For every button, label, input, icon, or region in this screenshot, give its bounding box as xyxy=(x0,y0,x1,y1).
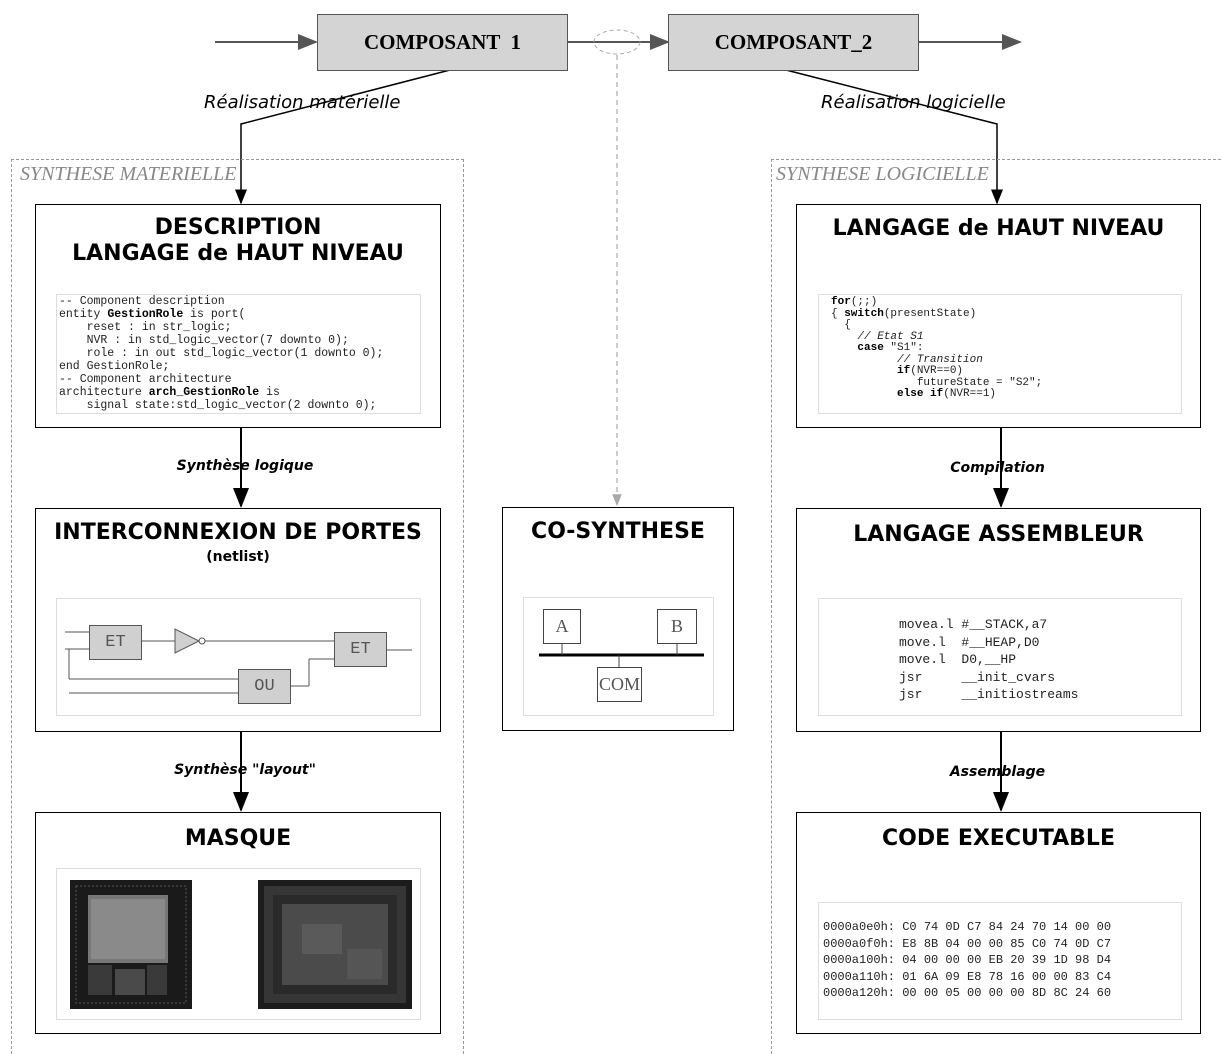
c-keyword: switch xyxy=(844,307,884,320)
netlist-diagram-panel: ET OU ET xyxy=(56,598,421,716)
hex-line: 0000a0e0h: C0 74 0D C7 84 24 70 14 00 00 xyxy=(823,920,1112,934)
composant-2-box: COMPOSANT_2 xyxy=(668,14,919,71)
hex-line: 0000a100h: 04 00 00 00 EB 20 39 1D 98 D4 xyxy=(823,953,1112,967)
hw-description-box: DESCRIPTION LANGAGE de HAUT NIVEAU -- Co… xyxy=(35,204,441,428)
vhdl-code: -- Component description entity GestionR… xyxy=(59,295,383,412)
c-line: (NVR==0) xyxy=(910,365,964,377)
c-comment: // Transition xyxy=(831,353,983,366)
software-region xyxy=(771,159,1221,1054)
gate-ou: OU xyxy=(238,669,291,704)
hw-step1-label: Synthèse logique xyxy=(176,458,314,474)
sw-assembler-box: LANGAGE ASSEMBLEUR movea.l #__STACK,a7 m… xyxy=(796,508,1201,732)
vhdl-line: is xyxy=(259,386,280,399)
hw-netlist-box: INTERCONNEXION DE PORTES (netlist) ET OU… xyxy=(35,508,441,732)
cosynthese-box: CO-SYNTHESE A B COM xyxy=(502,507,734,731)
sw-highlevel-box: LANGAGE de HAUT NIVEAU for(;;) { switch(… xyxy=(796,204,1201,428)
hw-netlist-subtitle: (netlist) xyxy=(206,549,270,565)
cosynthese-b: B xyxy=(657,609,697,644)
c-line: { xyxy=(831,319,851,331)
cosynthese-a: A xyxy=(543,609,581,644)
sw-step2-label: Assemblage xyxy=(949,764,1046,780)
netlist-wires xyxy=(65,628,412,694)
hex-panel: 0000a0e0h: C0 74 0D C7 84 24 70 14 00 00… xyxy=(818,902,1182,1020)
c-comment: // Etat S1 xyxy=(831,330,924,343)
hex-line: 0000a0f0h: E8 8B 04 00 00 85 C0 74 0D C7 xyxy=(823,936,1112,951)
vhdl-line: signal state:std_logic_vector(2 downto 0… xyxy=(59,399,377,412)
asm-line: movea.l #__STACK,a7 xyxy=(899,617,1048,632)
c-keyword: for xyxy=(831,296,851,308)
composant-1-label: COMPOSANT 1 xyxy=(363,30,522,54)
c-line: "S1": xyxy=(890,342,924,354)
hw-realisation-arrow xyxy=(235,69,451,205)
gate-et-2: ET xyxy=(334,632,387,667)
vhdl-line: end GestionRole; xyxy=(59,360,170,373)
software-region-title: SYNTHESE LOGICIELLE xyxy=(776,163,989,185)
vhdl-line: -- Component architecture xyxy=(59,373,232,386)
composant-1-box: COMPOSANT 1 xyxy=(317,14,568,71)
hw-netlist-title: INTERCONNEXION DE PORTES xyxy=(54,520,422,545)
asm-line: move.l #__HEAP,D0 xyxy=(899,634,1040,650)
chip-layout-images xyxy=(70,880,412,1009)
vhdl-entity-name: GestionRole xyxy=(107,308,184,321)
hex-line: 0000a120h: 00 00 05 00 00 00 8D 8C 24 60 xyxy=(823,986,1112,1000)
c-code: for(;;) { switch(presentState) { // Etat… xyxy=(831,296,1043,401)
composant-2-label: COMPOSANT_2 xyxy=(714,30,873,54)
vhdl-keyword: architecture xyxy=(59,386,149,399)
hw-description-title-1: DESCRIPTION xyxy=(154,215,322,240)
realisation-materielle-label: Réalisation matérielle xyxy=(204,92,401,113)
vhdl-line: reset : in str_logic; xyxy=(59,321,232,334)
c-line: { xyxy=(831,307,845,320)
hex-dump: 0000a0e0h: C0 74 0D C7 84 24 70 14 00 00… xyxy=(823,919,1111,1002)
hardware-region-title: SYNTHESE MATERIELLE xyxy=(20,163,237,185)
hex-line: 0000a110h: 01 6A 09 E8 78 16 00 00 83 C4 xyxy=(823,969,1112,984)
c-code-panel: for(;;) { switch(presentState) { // Etat… xyxy=(818,294,1182,414)
sw-step1-label: Compilation xyxy=(950,460,1045,476)
sw-assembler-title: LANGAGE ASSEMBLEUR xyxy=(853,522,1144,547)
asm-line: jsr __initiostreams xyxy=(899,687,1079,702)
hardware-region xyxy=(11,159,464,1054)
asm-line: move.l D0,__HP xyxy=(899,652,1017,667)
vhdl-line: role : in out std_logic_vector(1 downto … xyxy=(59,347,384,360)
c-keyword: if xyxy=(831,365,911,377)
c-keyword: case xyxy=(831,342,891,354)
vhdl-line: NVR : in std_logic_vector(7 downto 0); xyxy=(59,334,349,347)
cosynthese-panel: A B COM xyxy=(523,597,714,716)
asm-code-panel: movea.l #__STACK,a7 move.l #__HEAP,D0 mo… xyxy=(818,598,1182,716)
hw-step2-label: Synthèse "layout" xyxy=(174,762,316,778)
asm-line: jsr __init_cvars xyxy=(899,669,1056,685)
link-ellipse xyxy=(593,29,641,55)
hw-description-title-2: LANGAGE de HAUT NIVEAU xyxy=(72,241,404,266)
masque-panel xyxy=(56,868,421,1020)
vhdl-arch-name: arch_GestionRole xyxy=(148,386,260,399)
sw-executable-box: CODE EXECUTABLE 0000a0e0h: C0 74 0D C7 8… xyxy=(796,812,1201,1034)
c-line: (NVR==1) xyxy=(943,388,997,400)
vhdl-keyword: entity xyxy=(59,308,108,321)
vhdl-code-panel: -- Component description entity GestionR… xyxy=(56,294,421,414)
hw-masque-title: MASQUE xyxy=(184,826,292,851)
sw-realisation-arrow xyxy=(785,69,1003,205)
cosynthese-title: CO-SYNTHESE xyxy=(531,519,705,544)
c-keyword: else if xyxy=(831,388,944,400)
hw-masque-box: MASQUE xyxy=(35,812,441,1034)
asm-code: movea.l #__STACK,a7 move.l #__HEAP,D0 mo… xyxy=(899,616,1078,704)
vhdl-line: is port( xyxy=(183,308,246,321)
c-line: (presentState) xyxy=(883,307,977,320)
cosynthese-com: COM xyxy=(597,667,642,702)
gate-et-1: ET xyxy=(89,625,142,660)
cosynthese-bus xyxy=(539,644,704,667)
c-line: futureState = "S2"; xyxy=(831,376,1043,389)
sw-executable-title: CODE EXECUTABLE xyxy=(882,826,1115,851)
sw-highlevel-title: LANGAGE de HAUT NIVEAU xyxy=(832,216,1165,241)
c-line: (;;) xyxy=(850,296,878,308)
realisation-logicielle-label: Réalisation logicielle xyxy=(821,92,1006,113)
vhdl-line: -- Component description xyxy=(59,295,225,308)
